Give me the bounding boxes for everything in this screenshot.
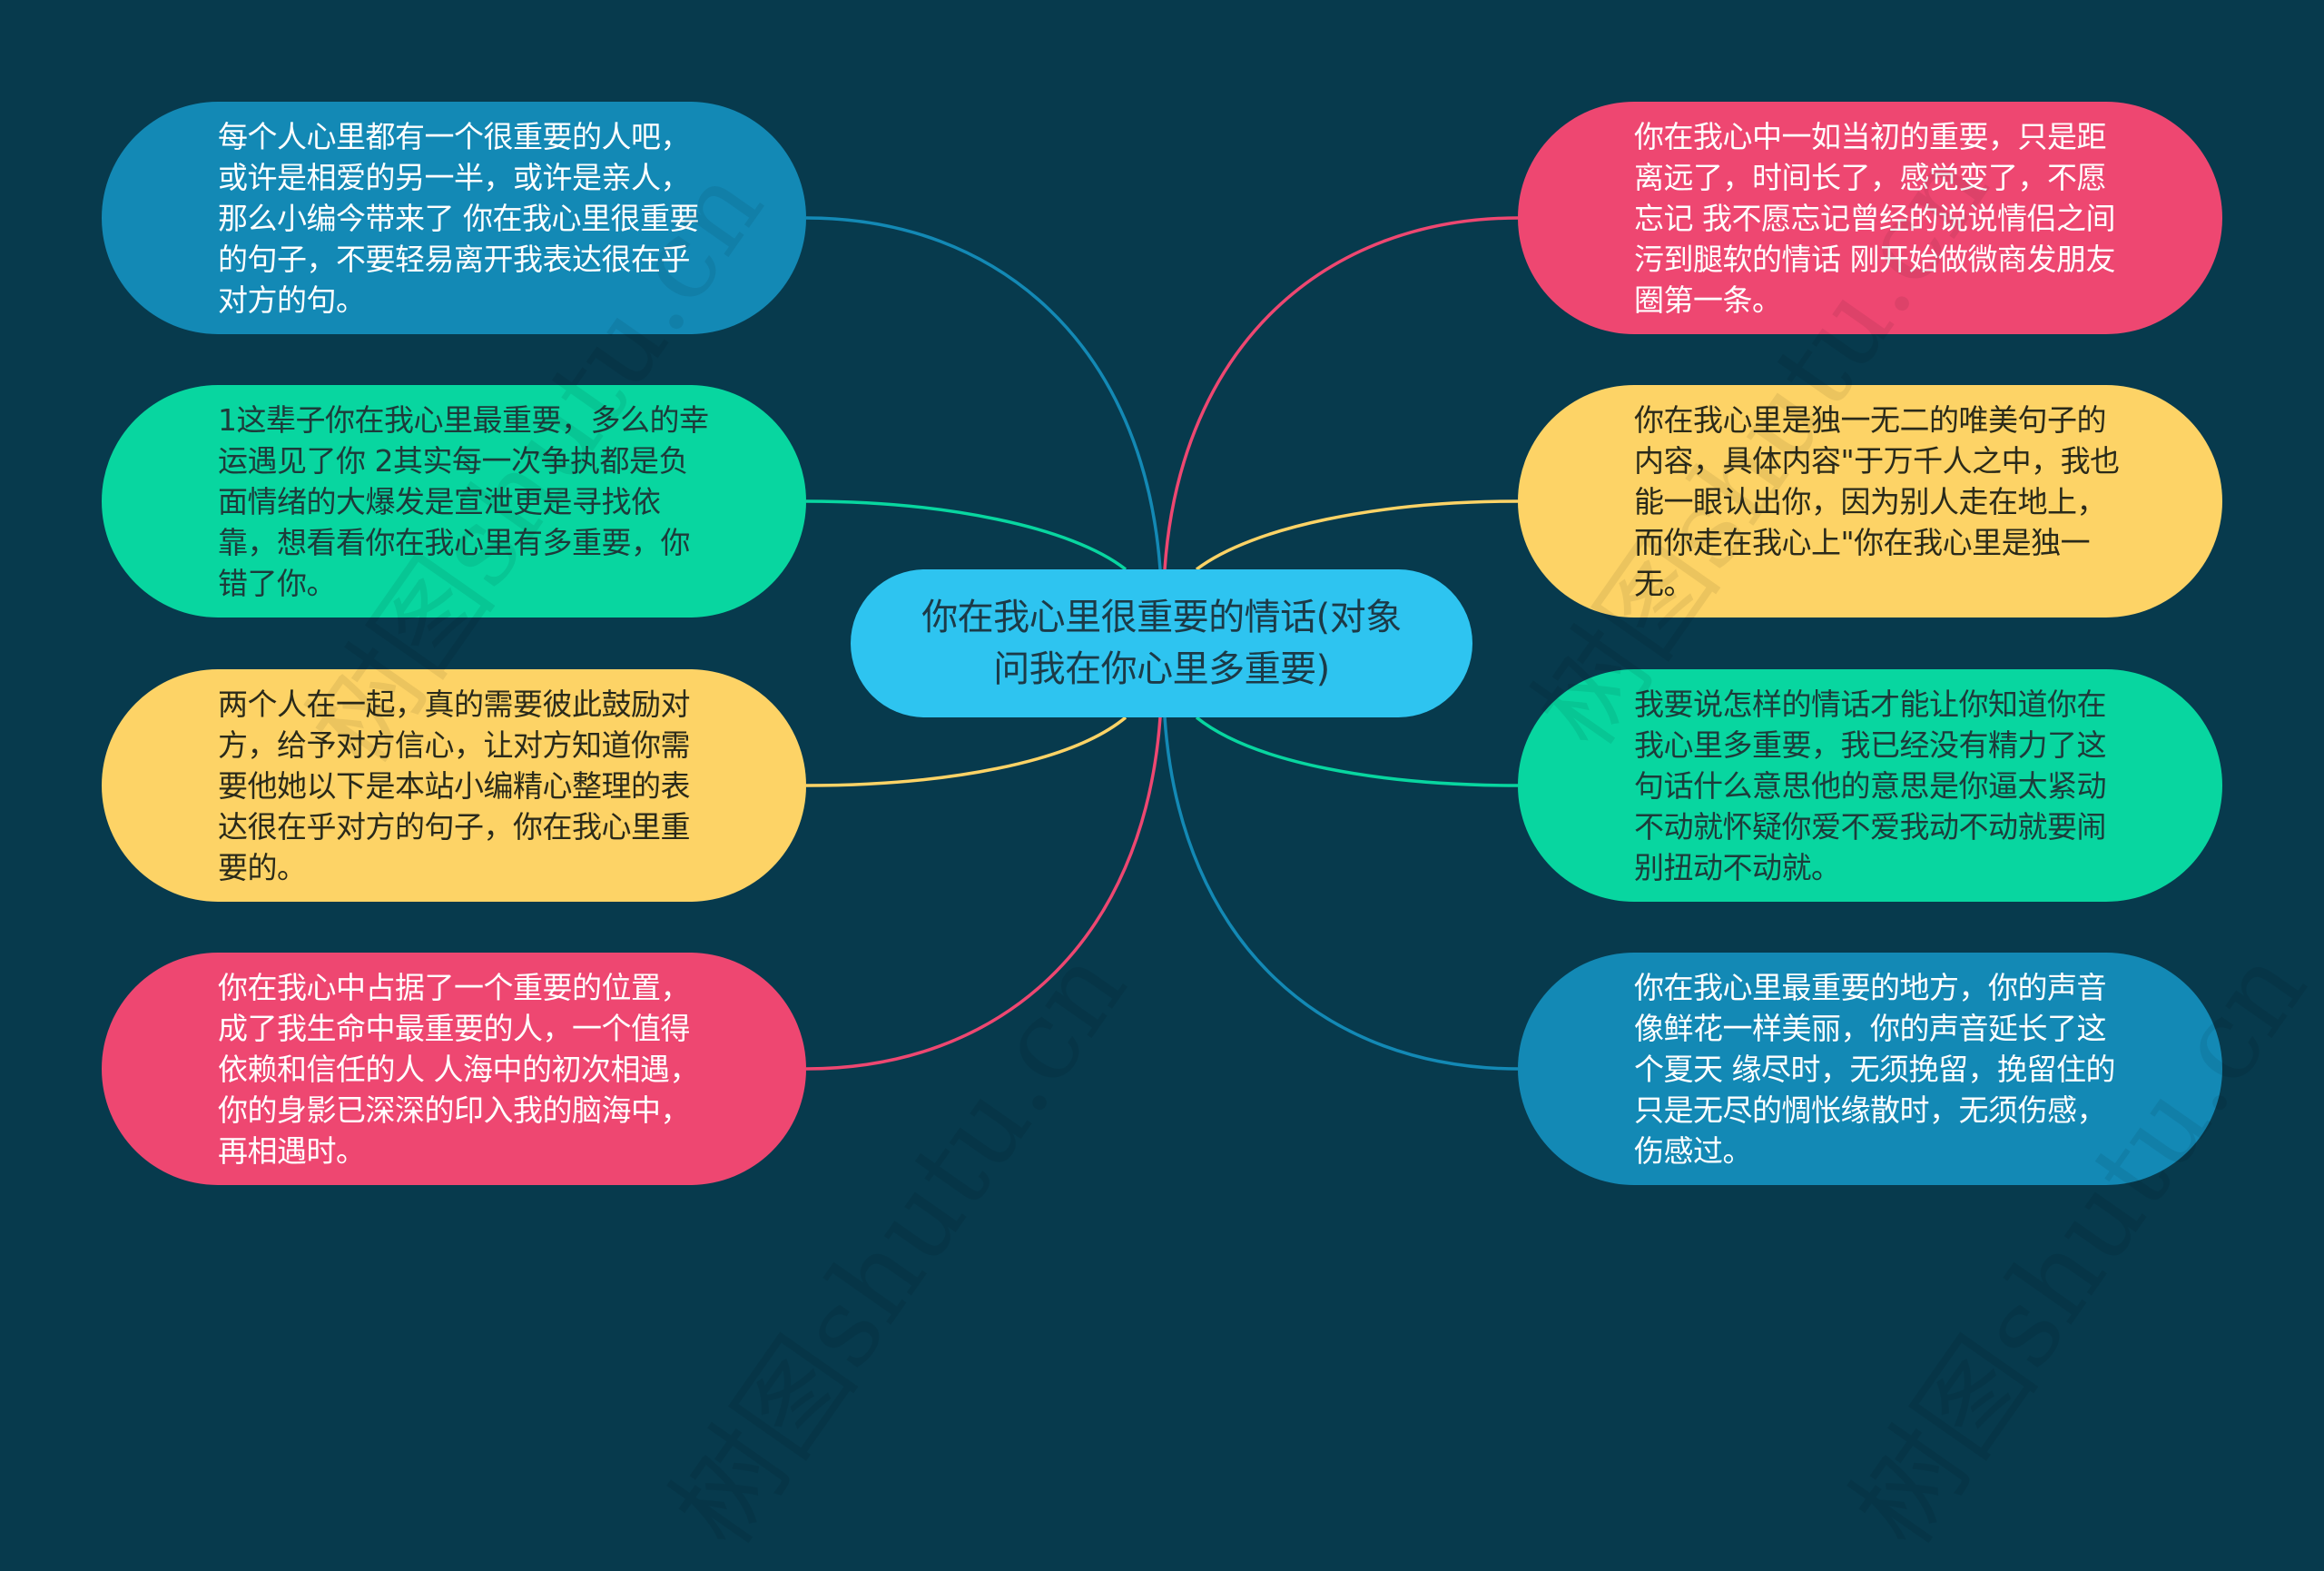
- topic-text: 我要说怎样的情话才能让你知道你在我心里多重要，我已经没有精力了这句话什么意思他的…: [1634, 686, 2107, 885]
- topic-node-right-3[interactable]: 我要说怎样的情话才能让你知道你在我心里多重要，我已经没有精力了这句话什么意思他的…: [1518, 669, 2222, 902]
- connector-lines: [805, 216, 1519, 1071]
- connector-left-4: [805, 716, 1162, 1071]
- topic-node-left-3[interactable]: 两个人在一起，真的需要彼此鼓励对方，给予对方信心，让对方知道你需要他她以下是本站…: [102, 669, 806, 902]
- connector-left-3: [805, 716, 1128, 787]
- topic-text: 你在我心中一如当初的重要，只是距离远了，时间长了，感觉变了，不愿忘记 我不愿忘记…: [1634, 118, 2116, 318]
- topic-node-right-1[interactable]: 你在我心中一如当初的重要，只是距离远了，时间长了，感觉变了，不愿忘记 我不愿忘记…: [1518, 102, 2222, 334]
- connector-left-2: [805, 499, 1128, 571]
- topic-node-left-2[interactable]: 1这辈子你在我心里最重要，多么的幸运遇见了你 2其实每一次争执都是负面情绪的大爆…: [102, 385, 806, 618]
- topic-text: 你在我心中占据了一个重要的位置，成了我生命中最重要的人，一个值得依赖和信任的人 …: [218, 969, 700, 1169]
- topic-text: 你在我心里是独一无二的唯美句子的内容，具体内容"于万千人之中，我也能一眼认出你，…: [1634, 401, 2120, 601]
- connector-right-3: [1195, 716, 1519, 787]
- central-topic-node[interactable]: 你在我心里很重要的情话(对象问我在你心里多重要): [851, 569, 1472, 717]
- topic-text: 你在我心里最重要的地方，你的声音像鲜花一样美丽，你的声音延长了这个夏天 缘尽时，…: [1634, 969, 2116, 1169]
- topic-text: 1这辈子你在我心里最重要，多么的幸运遇见了你 2其实每一次争执都是负面情绪的大爆…: [218, 401, 709, 601]
- connector-right-1: [1163, 216, 1519, 570]
- connector-right-2: [1195, 499, 1519, 571]
- topic-node-right-4[interactable]: 你在我心里最重要的地方，你的声音像鲜花一样美丽，你的声音延长了这个夏天 缘尽时，…: [1518, 953, 2222, 1185]
- topic-text: 每个人心里都有一个很重要的人吧，或许是相爱的另一半，或许是亲人，那么小编今带来了…: [218, 118, 700, 318]
- topic-node-left-1[interactable]: 每个人心里都有一个很重要的人吧，或许是相爱的另一半，或许是亲人，那么小编今带来了…: [102, 102, 806, 334]
- topic-node-left-4[interactable]: 你在我心中占据了一个重要的位置，成了我生命中最重要的人，一个值得依赖和信任的人 …: [102, 953, 806, 1185]
- connector-left-1: [805, 216, 1162, 570]
- central-topic-text: 你在我心里很重要的情话(对象问我在你心里多重要): [921, 596, 1402, 690]
- mind-map-canvas: 每个人心里都有一个很重要的人吧，或许是相爱的另一半，或许是亲人，那么小编今带来了…: [102, 102, 2222, 1185]
- topic-text: 两个人在一起，真的需要彼此鼓励对方，给予对方信心，让对方知道你需要他她以下是本站…: [218, 686, 691, 885]
- topic-node-right-2[interactable]: 你在我心里是独一无二的唯美句子的内容，具体内容"于万千人之中，我也能一眼认出你，…: [1518, 385, 2222, 618]
- connector-right-4: [1163, 716, 1519, 1071]
